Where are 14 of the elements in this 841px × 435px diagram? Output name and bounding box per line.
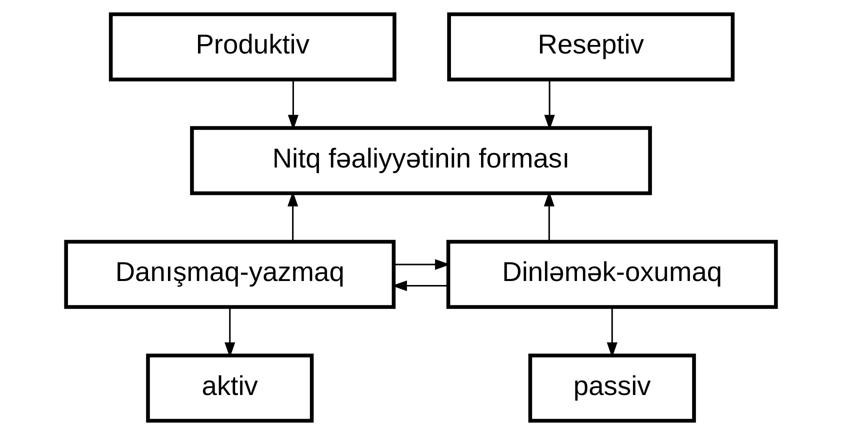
arrow (287, 80, 298, 130)
node-box: Danışmaq-yazmaq (64, 240, 396, 309)
arrow (224, 307, 235, 358)
node-box: Reseptiv (446, 12, 734, 82)
node-box: passiv (528, 354, 696, 423)
arrow (391, 280, 448, 292)
node-box: Dinləmək-oxumaq (446, 240, 778, 309)
arrow (544, 80, 554, 130)
arrow (606, 307, 617, 358)
node-box: Produktiv (108, 12, 396, 82)
arrow (287, 191, 298, 242)
arrow (543, 191, 554, 242)
node-box: Nitq fəaliyyətinin forması (190, 126, 652, 196)
node-box: aktiv (146, 354, 314, 423)
